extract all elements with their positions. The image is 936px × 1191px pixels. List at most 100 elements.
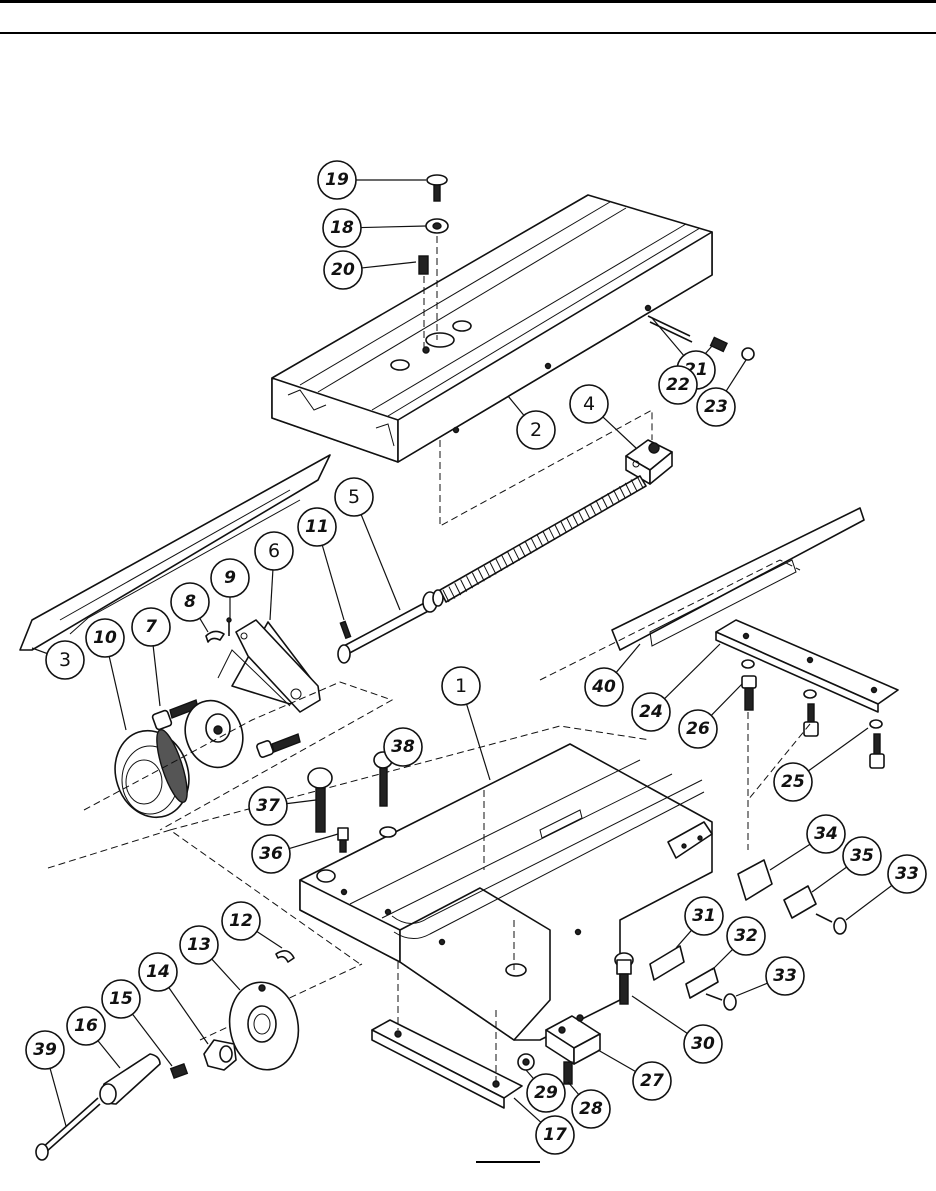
gib-3 [19, 454, 331, 651]
screw-28 [563, 1061, 573, 1085]
gib-40 [611, 507, 865, 651]
thread-mark [607, 493, 615, 506]
part-callout-40: 40 [584, 667, 624, 707]
callout-circle [726, 916, 766, 956]
leader-line-16 [97, 1040, 121, 1069]
callout-circle [441, 666, 481, 706]
thread-mark [466, 575, 473, 589]
part-number: 12 [229, 911, 253, 931]
part-number: 33 [773, 966, 797, 986]
thread-mark [442, 589, 450, 603]
dial-8 [205, 630, 225, 643]
leader-line-21 [651, 317, 685, 356]
part-number: 7 [145, 617, 157, 637]
part-number: 28 [579, 1099, 603, 1119]
callout-circle [806, 814, 846, 854]
part-callout-27: 27 [632, 1061, 672, 1101]
part-callout-20: 20 [323, 250, 363, 290]
part-callout-30: 30 [683, 1024, 723, 1064]
part-callout-18: 18 [322, 208, 362, 248]
part-callout-8: 8 [170, 582, 210, 622]
leader-line-17 [513, 1097, 542, 1123]
part-number: 40 [591, 677, 616, 697]
part-callout-38: 38 [383, 727, 423, 767]
part-number: 30 [691, 1034, 715, 1054]
part-number: 25 [781, 772, 805, 792]
callout-circle [683, 1024, 723, 1064]
leader-line-3 [31, 647, 48, 655]
part-callout-36: 36 [251, 834, 291, 874]
part-callout-2: 2 [516, 410, 556, 450]
callout-circle [887, 854, 927, 894]
callout-circle [323, 250, 363, 290]
part-number: 19 [325, 170, 349, 190]
compound-slide-table [271, 194, 713, 463]
screw-38 [373, 751, 393, 807]
screw-33a [815, 913, 847, 935]
part-number: 13 [187, 935, 211, 955]
key-11 [339, 620, 352, 640]
cross-slide-base-1 [299, 743, 713, 1041]
thread-mark [583, 506, 591, 520]
leader-line-27 [597, 1049, 636, 1073]
part-callout-29: 29 [526, 1073, 566, 1113]
thread-mark [518, 544, 526, 558]
plate-31 [649, 945, 685, 981]
leader-line-8 [199, 617, 209, 633]
part-callout-5: 5 [334, 477, 374, 517]
callout-circle [317, 160, 357, 200]
key-12 [275, 950, 295, 963]
part-callout-16: 16 [66, 1006, 106, 1046]
top-rule [0, 0, 936, 3]
part-number: 39 [33, 1040, 57, 1060]
part-number: 20 [331, 260, 355, 280]
thread-mark [513, 548, 520, 561]
part-number: 34 [814, 824, 838, 844]
callout-circle [251, 834, 291, 874]
part-number: 24 [639, 702, 663, 722]
leader-line-33b [735, 982, 768, 997]
part-number: 5 [348, 486, 360, 508]
leader-line-25 [808, 727, 869, 772]
part-callout-13: 13 [179, 925, 219, 965]
screw-39 [35, 1097, 101, 1161]
block-27 [545, 1014, 601, 1065]
callout-circle [66, 1006, 106, 1046]
part-callout-14: 14 [138, 952, 178, 992]
bracket-6 [217, 619, 321, 713]
part-number: 18 [330, 218, 354, 238]
leader-line-20 [361, 261, 417, 269]
part-number: 14 [146, 962, 170, 982]
leader-line-39 [49, 1068, 67, 1127]
part-number: 11 [305, 517, 329, 537]
thread-mark [501, 555, 509, 568]
callout-circle [101, 979, 141, 1019]
leader-line-13 [211, 958, 241, 991]
thread-mark [460, 579, 468, 592]
leader-line-2 [507, 395, 525, 416]
screw-26 [741, 659, 757, 711]
callout-circle [516, 410, 556, 450]
nut-22 [709, 336, 728, 353]
callout-circle [571, 1089, 611, 1129]
part-number: 32 [734, 926, 758, 946]
part-number: 23 [704, 397, 728, 417]
callout-circle [221, 901, 261, 941]
part-callout-31: 31 [684, 896, 724, 936]
callout-circle [297, 507, 337, 547]
callout-circle [658, 365, 698, 405]
part-number: 26 [686, 719, 710, 739]
leader-line-40 [615, 643, 641, 673]
plate-35 [783, 885, 817, 919]
thread-mark [577, 510, 585, 523]
part-callout-4: 4 [569, 384, 609, 424]
part-number: 27 [640, 1071, 664, 1091]
plate-24 [715, 619, 899, 713]
callout-circle [842, 836, 882, 876]
thread-mark [471, 572, 479, 585]
thread-mark [636, 475, 644, 489]
part-callout-3: 3 [45, 640, 85, 680]
part-callout-1: 1 [441, 666, 481, 706]
bracket-screw [256, 733, 301, 758]
